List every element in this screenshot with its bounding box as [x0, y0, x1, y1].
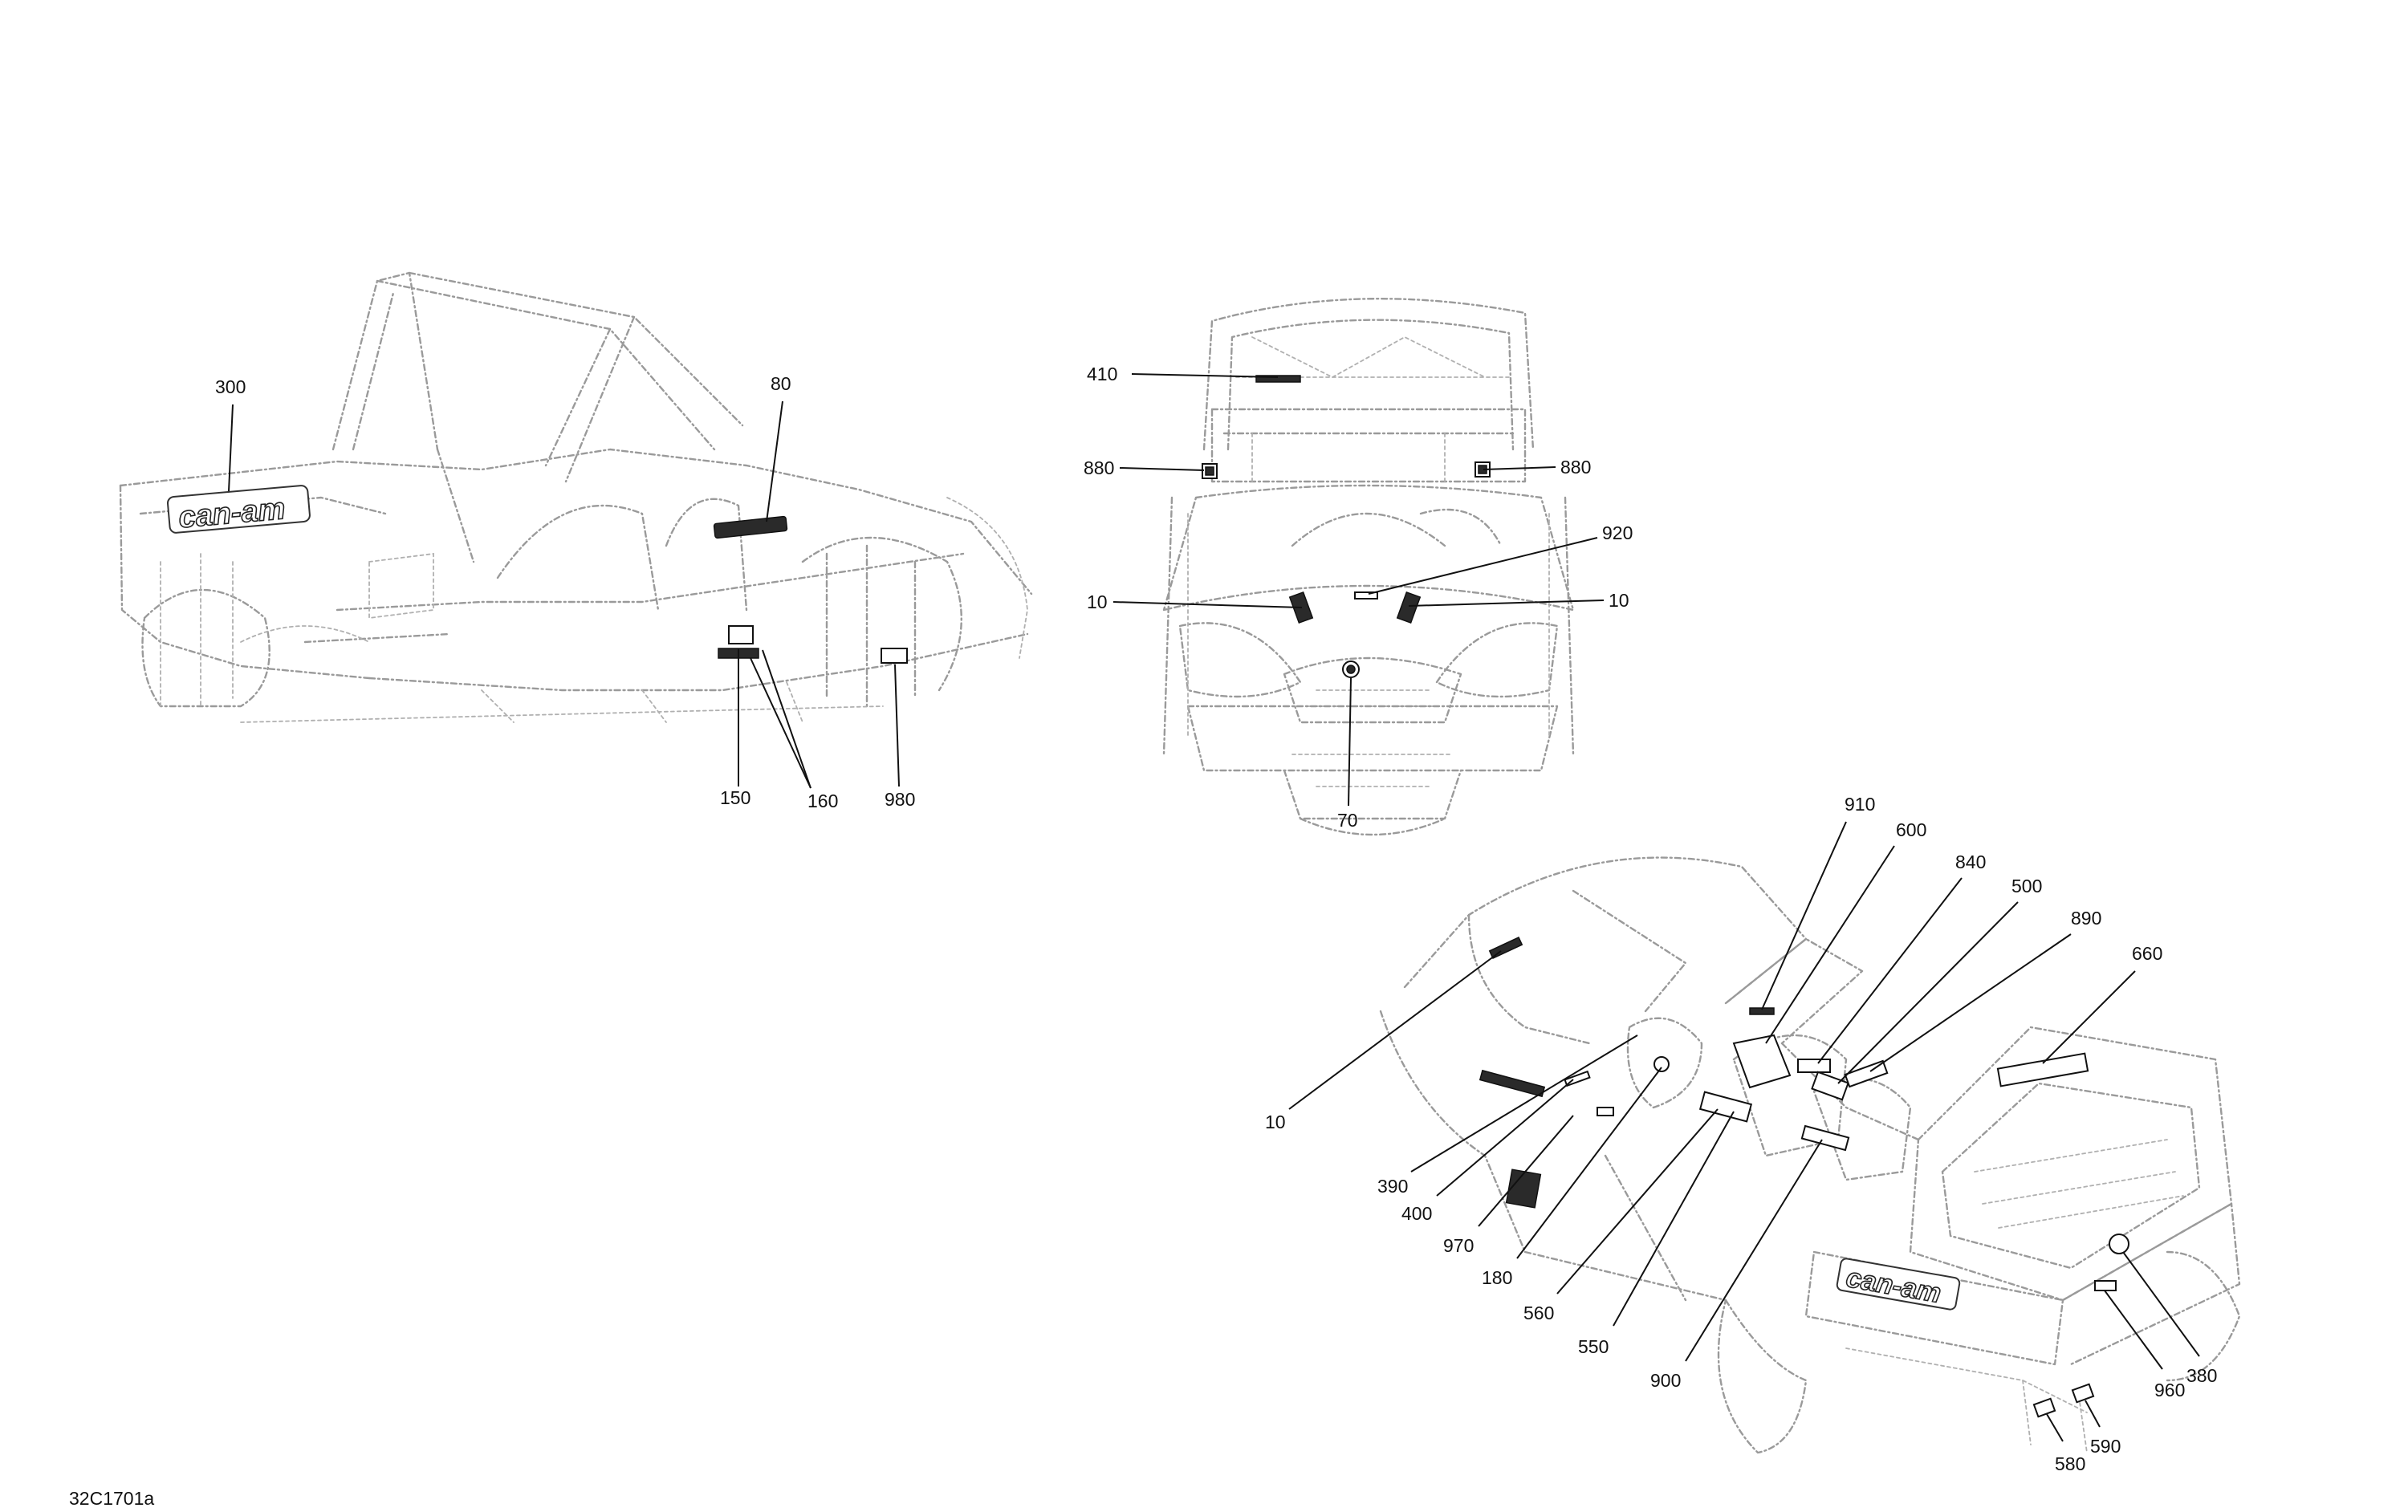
leader-590	[2085, 1400, 2101, 1428]
callout-70: 70	[1337, 810, 1358, 831]
callout-400: 400	[1401, 1203, 1432, 1224]
callout-900: 900	[1650, 1370, 1681, 1391]
callout-910: 910	[1845, 794, 1875, 815]
callout-600: 600	[1896, 819, 1926, 840]
callout-410: 410	[1087, 364, 1117, 384]
front-decal-70-inner	[1346, 665, 1356, 674]
leader-410	[1131, 373, 1279, 378]
callout-160: 160	[807, 791, 838, 811]
leader-300	[228, 404, 234, 492]
leader-550	[1613, 1111, 1735, 1327]
callout-390: 390	[1377, 1176, 1408, 1197]
leader-10-left	[1112, 601, 1303, 608]
callout-590: 590	[2090, 1436, 2121, 1457]
leader-920	[1368, 537, 1598, 595]
iso-view-vehicle: can-am	[1265, 794, 2241, 1474]
iso-decal-600	[1732, 1034, 1792, 1089]
leader-160b	[762, 649, 811, 789]
leader-960	[2104, 1290, 2163, 1370]
leader-880-right	[1483, 466, 1556, 470]
leader-180	[1516, 1067, 1662, 1259]
leader-660	[2042, 970, 2136, 1064]
callout-580: 580	[2055, 1453, 2085, 1474]
leader-80	[766, 400, 783, 522]
callout-880-left: 880	[1084, 457, 1114, 478]
leader-380	[2122, 1251, 2200, 1357]
leader-400	[1436, 1079, 1574, 1197]
side-decal-80	[713, 515, 788, 539]
callout-10-iso: 10	[1265, 1112, 1286, 1132]
front-decal-410	[1255, 375, 1301, 383]
callout-980: 980	[885, 789, 915, 810]
iso-decal-590	[2071, 1383, 2095, 1404]
iso-decal-900	[1800, 1124, 1850, 1152]
diagram-id-label: 32C1701a	[69, 1488, 155, 1509]
leader-560	[1556, 1108, 1719, 1295]
callout-10-right: 10	[1609, 590, 1629, 611]
iso-decal-180	[1597, 1107, 1614, 1116]
callout-300: 300	[215, 376, 246, 397]
callout-150: 150	[720, 787, 750, 808]
leader-70	[1348, 677, 1352, 807]
iso-decal-960	[2094, 1280, 2117, 1291]
leader-10-right	[1408, 600, 1605, 607]
iso-decal-580	[2032, 1397, 2056, 1418]
leader-390	[1410, 1034, 1638, 1173]
leader-500	[1837, 901, 2019, 1084]
leader-160a	[750, 657, 811, 789]
leader-890	[1869, 933, 2072, 1072]
front-decal-920	[1354, 591, 1378, 600]
callout-10-left: 10	[1087, 591, 1108, 612]
front-view-vehicle: 410 880 880 920 10 10 70	[1084, 298, 1633, 836]
callout-890: 890	[2071, 908, 2101, 929]
side-decal-150	[728, 625, 754, 644]
iso-decal-660	[1996, 1052, 2089, 1087]
callout-500: 500	[2011, 876, 2042, 896]
callout-840: 840	[1955, 852, 1986, 872]
iso-decal-380	[2109, 1234, 2129, 1254]
callout-180: 180	[1482, 1267, 1512, 1288]
iso-decal-970	[1505, 1169, 1542, 1209]
iso-decal-500	[1811, 1071, 1849, 1101]
leader-910	[1761, 821, 1847, 1010]
iso-decal-550	[1698, 1091, 1753, 1123]
iso-decal-560	[1653, 1056, 1670, 1072]
leader-900	[1685, 1139, 1823, 1362]
leader-580	[2046, 1413, 2064, 1442]
iso-decal-390	[1479, 1069, 1546, 1098]
rear-canam-logo: can-am	[1836, 1258, 1961, 1311]
front-decal-10-right	[1396, 591, 1422, 624]
side-decal-980	[881, 648, 908, 664]
leader-600	[1765, 845, 1895, 1044]
leader-880-left	[1119, 467, 1205, 471]
callout-80: 80	[771, 373, 791, 394]
callout-380: 380	[2186, 1365, 2217, 1386]
callout-920: 920	[1602, 522, 1633, 543]
callout-550: 550	[1578, 1336, 1609, 1357]
callout-660: 660	[2132, 943, 2162, 964]
leader-840	[1817, 877, 1963, 1064]
callout-560: 560	[1523, 1303, 1554, 1323]
leader-980	[894, 664, 900, 787]
leader-970	[1478, 1115, 1574, 1227]
callout-970: 970	[1443, 1235, 1474, 1256]
iso-decal-840	[1797, 1059, 1831, 1073]
callout-880-right: 880	[1560, 457, 1591, 478]
side-view-vehicle: can-am 300 80 150 160 980	[119, 271, 1033, 811]
side-canam-logo: can-am	[166, 485, 311, 535]
front-decal-880-left-inner	[1205, 466, 1214, 476]
leader-10-iso	[1288, 950, 1502, 1110]
callout-960: 960	[2154, 1380, 2185, 1400]
